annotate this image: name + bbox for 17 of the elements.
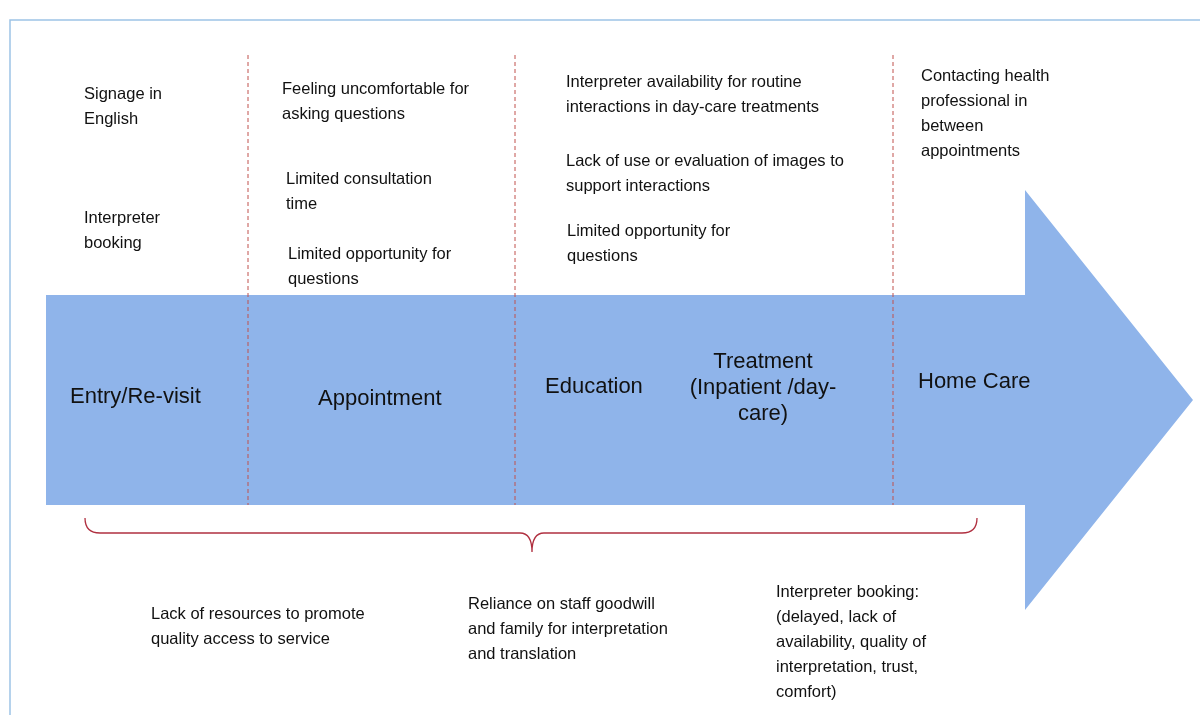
barrier-text: Reliance on staff goodwill and family for interpretation and translation <box>468 593 669 664</box>
barrier-text: Lack of resources to promote quality access to service <box>151 603 366 649</box>
issue-text: Limited opportunity for questions <box>288 243 453 289</box>
stage-label: Home Care <box>918 368 1032 394</box>
issue-text: Limited opportunity for questions <box>567 220 732 266</box>
issue-text: Lack of use or evaluation of images to support interactions <box>566 150 845 196</box>
barrier-text: Interpreter booking: (delayed, lack of availability, quality of interpretation, trust, comfort) <box>776 581 928 702</box>
issue-text: Signage in English <box>84 83 163 129</box>
stage-label: Treatment (Inpatient /day-care) <box>688 348 838 426</box>
issue-text: Feeling uncomfortable for asking questions <box>282 78 471 124</box>
stage-label: Entry/Re-visit <box>70 383 202 409</box>
stage-label: Education <box>545 373 644 399</box>
issue-text: Contacting health professional in between appointments <box>921 65 1051 161</box>
stage-label: Appointment <box>318 385 443 411</box>
issue-text: Limited consultation time <box>286 168 433 214</box>
issue-text: Interpreter booking <box>84 207 162 253</box>
issue-text: Interpreter availability for routine interactions in day-care treatments <box>566 71 821 117</box>
